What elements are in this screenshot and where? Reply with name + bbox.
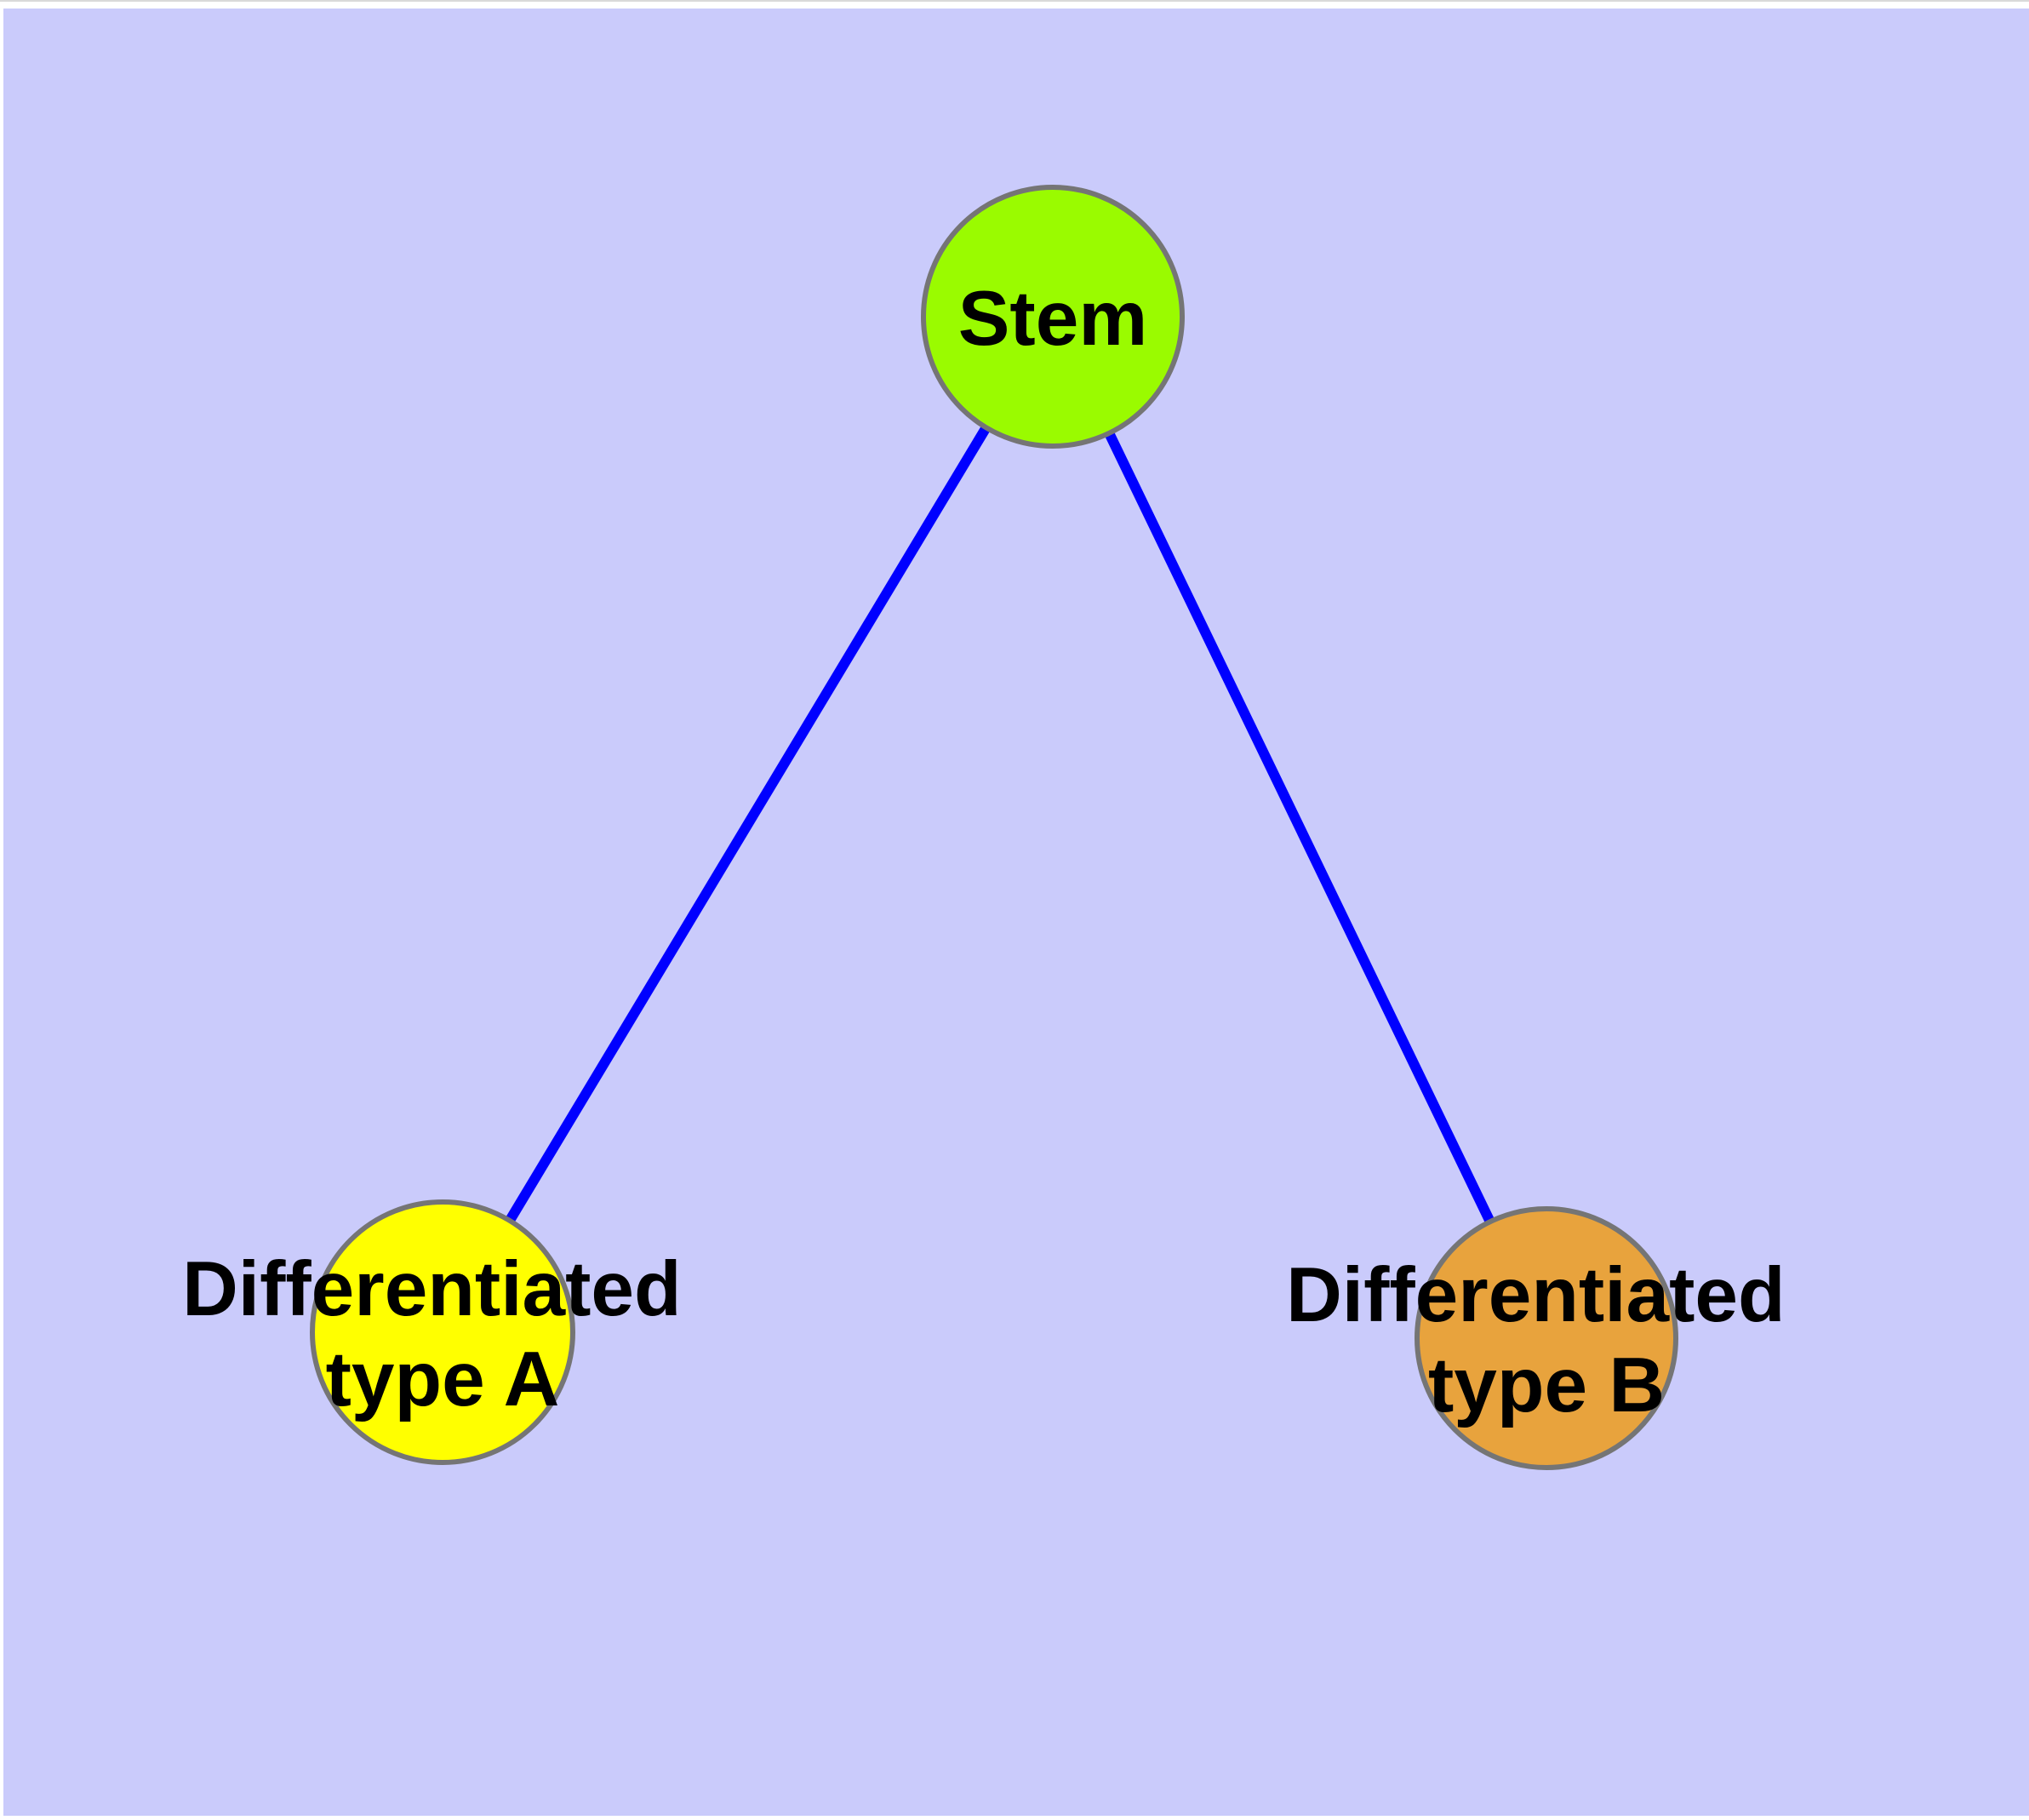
node-label-stem-line1: Stem bbox=[958, 276, 1148, 362]
node-stem bbox=[921, 185, 1185, 449]
node-differentiated-type-a bbox=[310, 1199, 575, 1465]
node-label-differentiated-type-a: Differentiated type A bbox=[182, 1246, 703, 1422]
edge-stem-to-differentiated-type-b bbox=[1048, 314, 1552, 1341]
node-label-differentiated-type-b-line2: type B bbox=[1428, 1342, 1665, 1428]
node-differentiated-type-b bbox=[1415, 1206, 1678, 1470]
node-label-stem: Stem bbox=[958, 276, 1148, 362]
node-label-differentiated-type-b-line1: Differentiated bbox=[1286, 1252, 1786, 1338]
window-top-hairline bbox=[0, 0, 2029, 2]
node-label-differentiated-type-a-line1: Differentiated bbox=[182, 1246, 682, 1332]
edge-stem-to-differentiated-type-a bbox=[437, 313, 1058, 1336]
node-label-differentiated-type-a-line2: type A bbox=[326, 1336, 560, 1422]
node-label-differentiated-type-b: Differentiated type B bbox=[1286, 1252, 1807, 1428]
